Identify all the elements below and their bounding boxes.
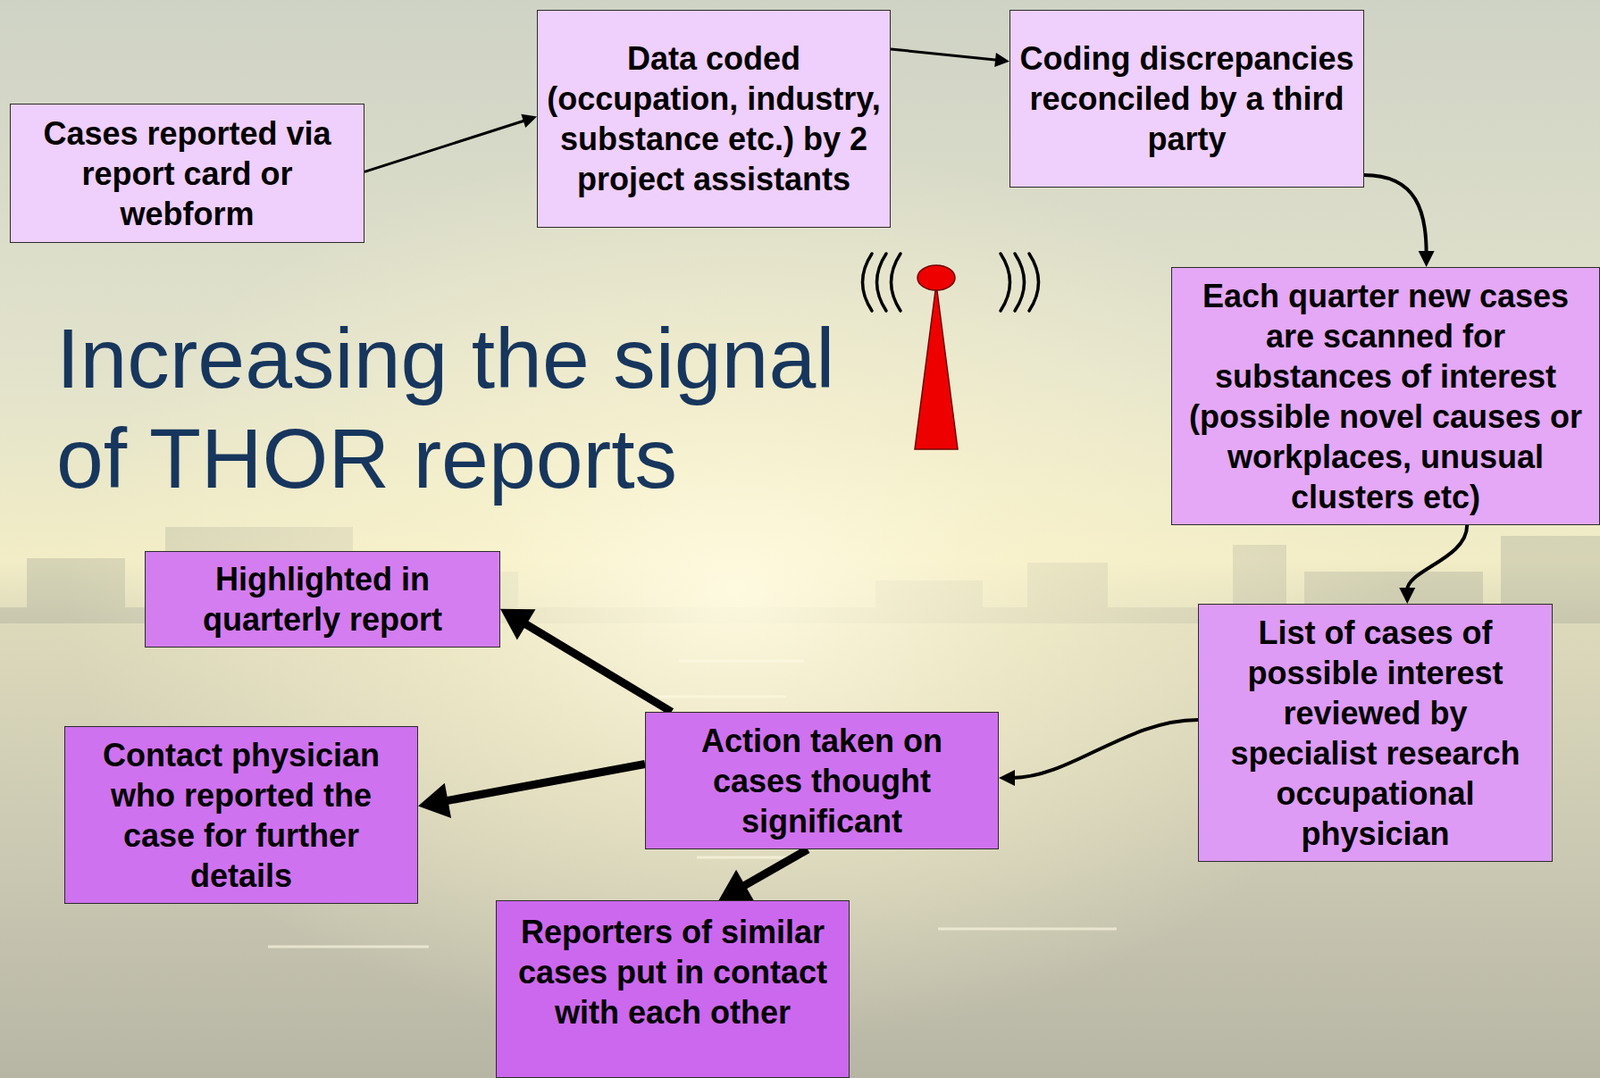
box-text: Cases reported via report card or webfor… (19, 113, 355, 235)
arrow-head (1418, 251, 1435, 268)
box-text: List of cases of possible interest revie… (1207, 612, 1543, 855)
connector-arrow (1398, 525, 1467, 604)
box-text: Reporters of similar cases put in contac… (505, 912, 840, 1033)
connector-line (364, 120, 526, 173)
box-content: Reporters of similar cases put in contac… (505, 912, 840, 1033)
connector-arrow (418, 764, 646, 820)
arrow-head (500, 609, 536, 641)
box-text: Action taken on cases thought significan… (654, 720, 989, 842)
connector-line (1364, 175, 1427, 254)
arrow-head (418, 783, 452, 819)
connector-arrow (890, 49, 1010, 68)
box-text: Each quarter new cases are scanned for s… (1181, 276, 1591, 518)
process-box: Action taken on cases thought significan… (645, 712, 999, 850)
box-text: Contact physician who reported the case … (74, 735, 409, 897)
process-box: Data coded (occupation, industry, substa… (536, 9, 891, 228)
box-content: Data coded (occupation, industry, substa… (546, 38, 881, 200)
process-box: Highlighted in quarterly report (144, 551, 501, 648)
box-content: Cases reported via report card or webfor… (19, 113, 355, 235)
arrow-head (718, 870, 754, 902)
title-text: Increasing the signal of THOR reports (56, 308, 879, 509)
box-content: Contact physician who reported the case … (74, 735, 409, 897)
process-box: List of cases of possible interest revie… (1197, 603, 1553, 863)
arrow-head (520, 114, 537, 128)
connector-line (890, 49, 997, 60)
connector-arrow (718, 849, 808, 901)
connector-line (522, 622, 672, 713)
connector-arrow (500, 609, 672, 713)
connector-line (443, 764, 646, 803)
box-content: Highlighted in quarterly report (154, 559, 491, 640)
box-text: Data coded (occupation, industry, substa… (546, 38, 881, 200)
process-box: Coding discrepancies reconciled by a thi… (1009, 9, 1365, 188)
box-content: Coding discrepancies reconciled by a thi… (1019, 38, 1355, 160)
box-content: Each quarter new cases are scanned for s… (1181, 276, 1591, 518)
connector-arrow (998, 720, 1198, 787)
connector-arrow (1364, 175, 1435, 268)
box-content: List of cases of possible interest revie… (1207, 612, 1543, 855)
process-box: Cases reported via report card or webfor… (9, 103, 365, 243)
box-content: Action taken on cases thought significan… (654, 720, 989, 842)
connector-line (1407, 525, 1467, 591)
connector-line (1012, 720, 1198, 779)
arrow-head (994, 52, 1010, 68)
connector-line (741, 849, 809, 888)
connector-arrow (364, 114, 537, 173)
box-text: Highlighted in quarterly report (154, 559, 491, 640)
process-box: Reporters of similar cases put in contac… (495, 900, 850, 1078)
process-box: Contact physician who reported the case … (64, 726, 419, 905)
arrow-head (1398, 587, 1416, 604)
process-box: Each quarter new cases are scanned for s… (1171, 267, 1600, 526)
arrow-head (998, 770, 1015, 787)
box-text: Coding discrepancies reconciled by a thi… (1019, 38, 1355, 160)
